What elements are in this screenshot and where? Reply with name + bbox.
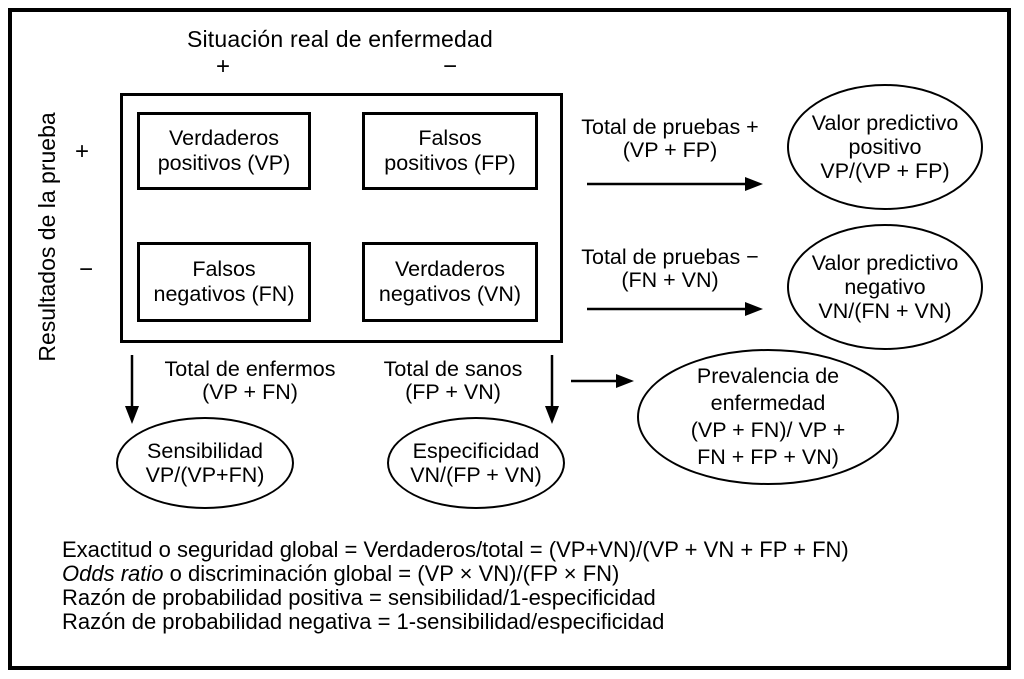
cell-true-positives: Verdaderos positivos (VP) bbox=[137, 112, 311, 190]
formula-odds-ratio-rest: o discriminación global = (VP × VN)/(FP … bbox=[163, 561, 620, 586]
cell-true-negatives: Verdaderos negativos (VN) bbox=[362, 242, 538, 322]
column-plus-label: + bbox=[215, 53, 230, 80]
label-total-sanos-line2: (FP + VN) bbox=[405, 380, 501, 404]
column-axis-title: Situación real de enfermedad bbox=[186, 26, 494, 52]
formula-exactitud: Exactitud o seguridad global = Verdadero… bbox=[62, 537, 849, 562]
cell-false-positives-line1: Falsos bbox=[418, 126, 482, 150]
especificidad-line1: Especificidad bbox=[412, 439, 540, 463]
cell-false-negatives-line2: negativos (FN) bbox=[153, 282, 295, 306]
cell-true-negatives-line2: negativos (VN) bbox=[378, 282, 522, 306]
prevalencia-line4: FN + FP + VN) bbox=[697, 445, 839, 469]
diagram-outer-border bbox=[8, 8, 1011, 670]
cell-false-negatives: Falsos negativos (FN) bbox=[137, 242, 311, 322]
matrix-frame bbox=[120, 93, 563, 343]
row-axis-title: Resultados de la prueba bbox=[34, 112, 60, 362]
sensibilidad-line2: VP/(VP+FN) bbox=[145, 463, 265, 487]
formula-razon-positiva: Razón de probabilidad positiva = sensibi… bbox=[62, 585, 656, 610]
cell-true-negatives-line1: Verdaderos bbox=[395, 257, 505, 281]
label-total-sanos: Total de sanos (FP + VN) bbox=[360, 358, 546, 404]
prevalencia-line3: (VP + FN)/ VP + bbox=[690, 418, 846, 442]
vpn-line3: VN/(FN + VN) bbox=[818, 299, 952, 323]
label-total-pruebas-negativas-line1: Total de pruebas − bbox=[581, 245, 759, 269]
label-total-pruebas-positivas-line2: (VP + FP) bbox=[622, 138, 718, 162]
label-total-pruebas-positivas: Total de pruebas + (VP + FP) bbox=[570, 116, 770, 162]
label-total-pruebas-positivas-line1: Total de pruebas + bbox=[581, 115, 759, 139]
cell-false-positives-line2: positivos (FP) bbox=[384, 151, 516, 175]
vpp-line3: VP/(VP + FP) bbox=[820, 159, 950, 183]
prevalencia-line2: enfermedad bbox=[710, 391, 826, 415]
vpn-line1: Valor predictivo bbox=[811, 251, 959, 275]
cell-false-negatives-line1: Falsos bbox=[192, 257, 256, 281]
label-total-enfermos-line1: Total de enfermos bbox=[164, 357, 336, 381]
sensibilidad-line1: Sensibilidad bbox=[147, 439, 263, 463]
cell-true-positives-line1: Verdaderos bbox=[169, 126, 279, 150]
prevalencia-line1: Prevalencia de bbox=[696, 364, 840, 388]
label-total-sanos-line1: Total de sanos bbox=[383, 357, 523, 381]
cell-false-positives: Falsos positivos (FP) bbox=[362, 112, 538, 190]
ellipse-prevalencia: Prevalencia de enfermedad (VP + FN)/ VP … bbox=[637, 349, 899, 485]
vpn-line2: negativo bbox=[844, 275, 926, 299]
label-total-enfermos: Total de enfermos (VP + FN) bbox=[155, 358, 345, 404]
row-plus-label: + bbox=[74, 138, 89, 165]
formula-odds-ratio-italic: Odds ratio bbox=[62, 561, 164, 586]
ellipse-especificidad: Especificidad VN/(FP + VN) bbox=[387, 417, 565, 509]
formulas-block: Exactitud o seguridad global = Verdadero… bbox=[62, 538, 982, 634]
label-total-enfermos-line2: (VP + FN) bbox=[202, 380, 298, 404]
label-total-pruebas-negativas: Total de pruebas − (FN + VN) bbox=[570, 246, 770, 292]
column-minus-label: − bbox=[442, 53, 457, 80]
cell-true-positives-line2: positivos (VP) bbox=[157, 151, 291, 175]
formula-odds-ratio: Odds ratio o discriminación global = (VP… bbox=[62, 562, 982, 586]
ellipse-sensibilidad: Sensibilidad VP/(VP+FN) bbox=[116, 417, 294, 509]
especificidad-line2: VN/(FP + VN) bbox=[410, 463, 542, 487]
ellipse-valor-predictivo-positivo: Valor predictivo positivo VP/(VP + FP) bbox=[787, 84, 983, 210]
label-total-pruebas-negativas-line2: (FN + VN) bbox=[621, 268, 719, 292]
formula-razon-negativa: Razón de probabilidad negativa = 1-sensi… bbox=[62, 609, 665, 634]
ellipse-valor-predictivo-negativo: Valor predictivo negativo VN/(FN + VN) bbox=[787, 224, 983, 350]
vpp-line1: Valor predictivo bbox=[811, 111, 959, 135]
vpp-line2: positivo bbox=[848, 135, 922, 159]
row-minus-label: − bbox=[78, 256, 93, 283]
